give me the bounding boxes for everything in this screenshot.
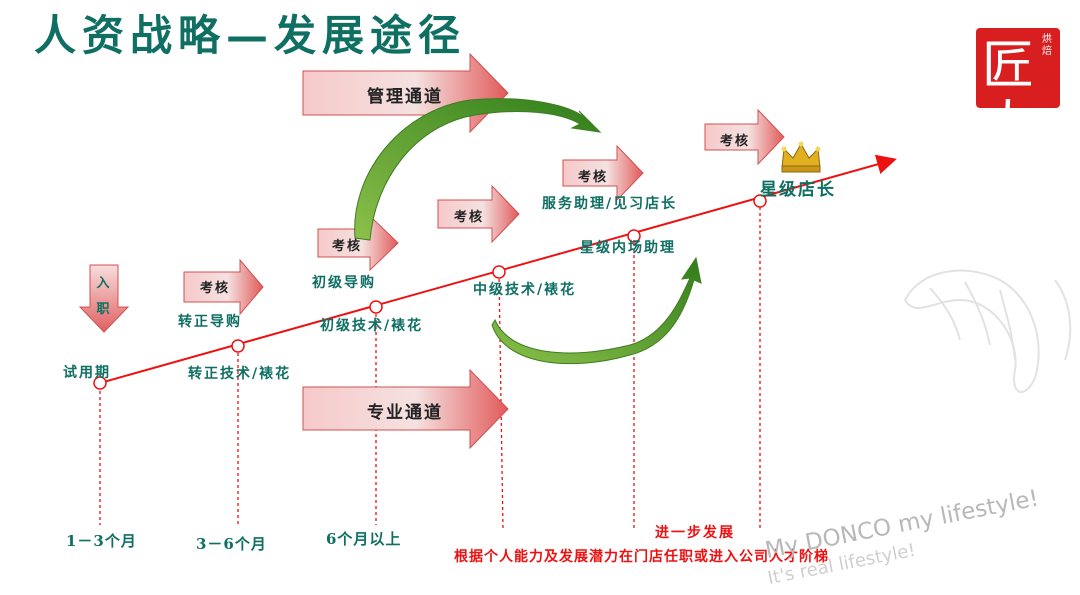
exam-arrow-5 — [704, 108, 785, 166]
entry-label-2: 职 — [96, 302, 112, 317]
duration-2: 3－6个月 — [196, 535, 267, 553]
logo-text: 匠人 — [982, 36, 1035, 156]
management-channel-label: 管理通道 — [367, 87, 443, 107]
further-development: 进一步发展 — [655, 525, 735, 541]
stage-regular-tech: 转正技术/裱花 — [188, 366, 292, 382]
professional-channel-label: 专业通道 — [367, 403, 443, 423]
stage-star-manager: 星级店长 — [760, 180, 836, 200]
stage-probation: 试用期 — [63, 365, 111, 381]
upper-curved-arrow — [354, 98, 602, 241]
duration-3: 6个月以上 — [326, 530, 402, 548]
node-probation — [93, 376, 107, 390]
node-junior — [369, 300, 383, 314]
entry-label-1: 入 — [96, 276, 112, 291]
crown-icon — [781, 141, 821, 173]
entry-arrow — [78, 264, 130, 333]
node-star-inner — [627, 229, 641, 243]
stage-nodes — [93, 194, 767, 390]
exam-label-5: 考核 — [719, 134, 750, 149]
exam-label-2: 考核 — [331, 239, 362, 254]
stage-regular-guide: 转正导购 — [178, 314, 242, 330]
professional-channel-arrow — [302, 368, 509, 450]
stage-star-inner-assistant: 星级内场助理 — [580, 240, 676, 256]
stage-junior-tech: 初级技术/裱花 — [320, 318, 424, 334]
exam-arrow-3 — [437, 184, 520, 244]
exam-label-4: 考核 — [577, 170, 608, 185]
croissant-sketch — [903, 269, 1072, 393]
node-regular — [231, 339, 245, 353]
node-star-manager — [753, 194, 767, 208]
brand-logo: 匠人 烘焙 — [976, 28, 1060, 156]
lower-curved-arrow — [491, 256, 702, 365]
stage-service-assistant: 服务助理/见习店长 — [542, 196, 678, 212]
exam-arrow-1 — [183, 258, 264, 316]
career-note: 根据个人能力及发展潜力在门店任职或进入公司人才阶梯 — [454, 549, 829, 565]
stage-mid-tech: 中级技术/裱花 — [473, 282, 577, 298]
page-title: 人资战略—发展途径 — [34, 11, 467, 60]
exam-arrow-4 — [562, 144, 644, 202]
stage-junior-guide: 初级导购 — [312, 275, 376, 291]
exam-label-1: 考核 — [199, 281, 230, 296]
logo-side-text: 烘焙 — [1042, 34, 1052, 57]
exam-label-3: 考核 — [453, 210, 484, 225]
node-mid — [492, 265, 506, 279]
duration-1: 1－3个月 — [66, 532, 137, 550]
